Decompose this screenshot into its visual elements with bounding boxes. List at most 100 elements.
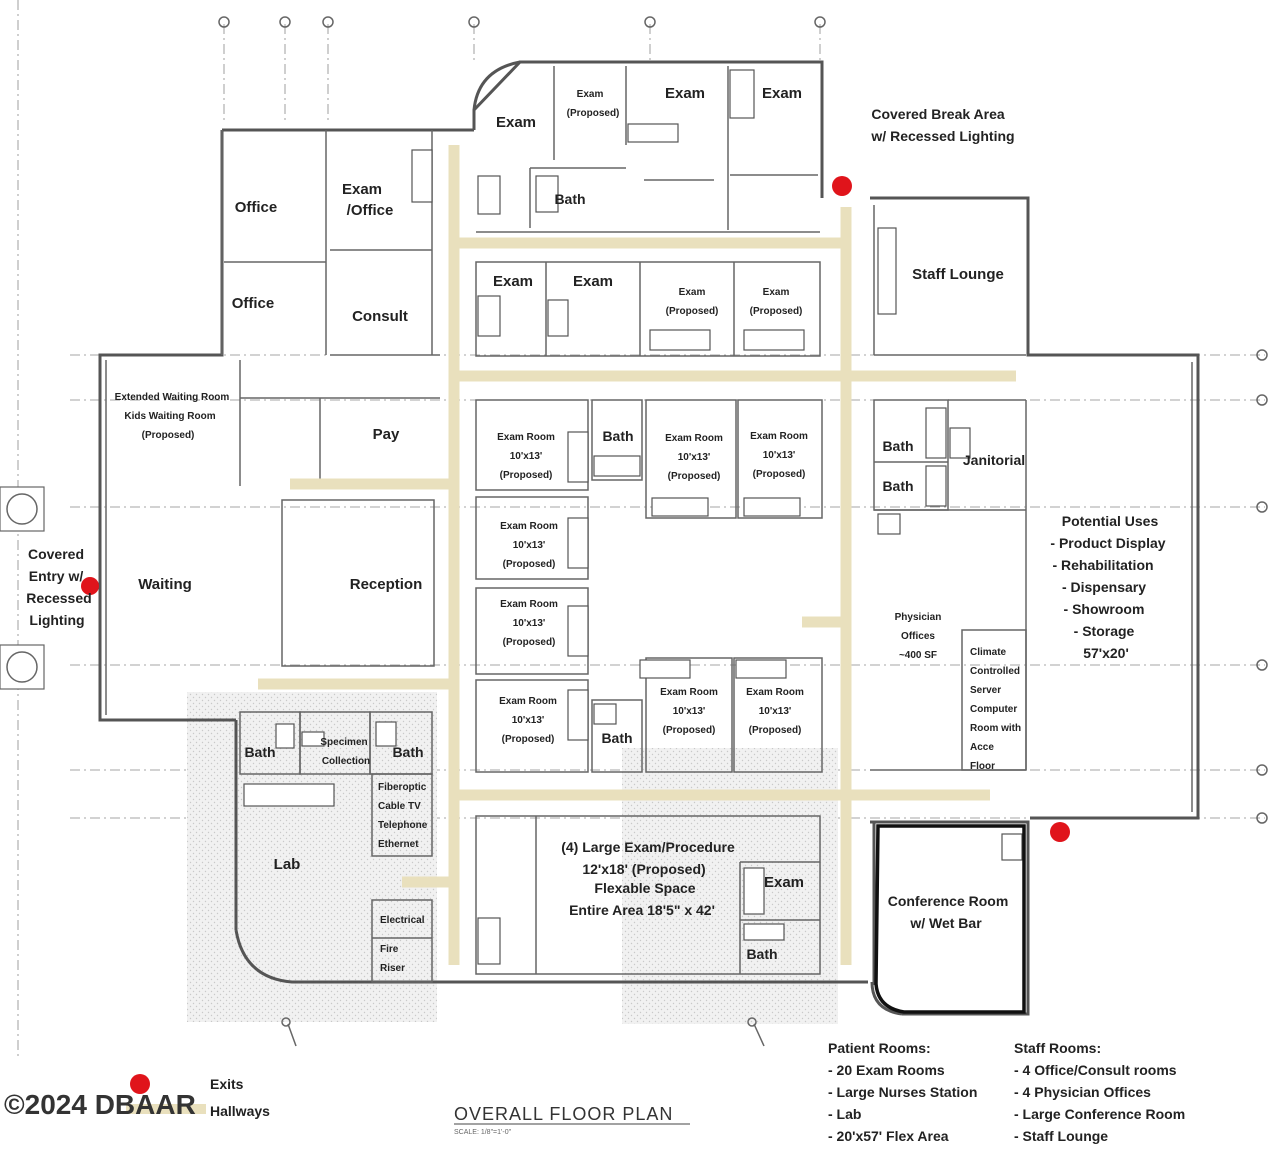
fiber-line: Cable TV — [378, 801, 421, 812]
label-covered-entry-1: Covered — [28, 546, 84, 562]
staff-rooms-summary: Staff Rooms: - 4 Office/Consult rooms - … — [1014, 1040, 1185, 1144]
climate-line: Room with — [970, 723, 1021, 734]
label-exam-row2-p1b: (Proposed) — [666, 306, 719, 317]
label-er-a1: Exam Room — [497, 432, 555, 443]
label-consult: Consult — [352, 308, 408, 325]
label-conference-2: w/ Wet Bar — [909, 915, 982, 931]
conference-room-outline — [874, 824, 1026, 1014]
label-er-b2: 10'x13' — [678, 452, 711, 463]
label-exam-top-1: Exam — [496, 114, 536, 131]
staff-rooms-title: Staff Rooms: — [1014, 1040, 1101, 1056]
label-bath-lower: Bath — [601, 730, 632, 746]
climate-line: Computer — [970, 704, 1017, 715]
label-er-c1: Exam Room — [750, 431, 808, 442]
exit-marker-conference — [1050, 822, 1070, 842]
large-exam-line: Flexable Space — [594, 880, 695, 896]
label-er-d1: Exam Room — [500, 521, 558, 532]
patient-rooms-summary: Patient Rooms: - 20 Exam Rooms - Large N… — [828, 1040, 977, 1144]
label-er-c2: 10'x13' — [763, 450, 796, 461]
plan-scale: SCALE: 1/8"=1'-0" — [454, 1129, 512, 1136]
label-exam-low: Exam — [764, 874, 804, 891]
exit-marker-break-area — [832, 176, 852, 196]
label-er-g3: (Proposed) — [749, 725, 802, 736]
label-covered-entry-2: Entry w/ — [29, 568, 84, 584]
label-office-2: Office — [232, 295, 275, 312]
legend-exits: Exits — [210, 1076, 244, 1092]
fiber-line: Ethernet — [378, 839, 419, 850]
label-bath-r1: Bath — [882, 438, 913, 454]
staff-rooms-item: - Large Conference Room — [1014, 1106, 1185, 1122]
exit-marker-entry — [81, 577, 99, 595]
label-exam-row2-p2a: Exam — [763, 287, 790, 298]
potential-uses-line: Potential Uses — [1062, 513, 1159, 529]
fiber-room: Fiberoptic Cable TV Telephone Ethernet — [378, 782, 428, 850]
staff-rooms-item: - 4 Physician Offices — [1014, 1084, 1151, 1100]
climate-server-room: Climate Controlled Server Computer Room … — [970, 647, 1021, 772]
staff-rooms-item: - Staff Lounge — [1014, 1128, 1108, 1144]
label-covered-break-1: Covered Break Area — [871, 106, 1005, 122]
label-er-e1: Exam Room — [500, 599, 558, 610]
label-er-b1: Exam Room — [665, 433, 723, 444]
potential-uses-line: - Product Display — [1050, 535, 1165, 551]
climate-line: Server — [970, 685, 1001, 696]
grid-markers — [0, 16, 1268, 824]
large-exam-line: Entire Area 18'5" x 42' — [569, 902, 715, 918]
label-er-f2: 10'x13' — [673, 706, 706, 717]
section-markers — [281, 1017, 765, 1047]
large-exam-area: (4) Large Exam/Procedure 12'x18' (Propos… — [561, 839, 735, 918]
label-er-f3: (Proposed) — [663, 725, 716, 736]
patient-rooms-item: - 20 Exam Rooms — [828, 1062, 945, 1078]
label-bath-left: Bath — [244, 744, 275, 760]
patient-rooms-title: Patient Rooms: — [828, 1040, 931, 1056]
label-bath-mid: Bath — [602, 428, 633, 444]
room-labels: Exam Exam (Proposed) Exam Exam Bath Cove… — [26, 85, 1165, 974]
label-office-1: Office — [235, 199, 278, 216]
map-legend: Exits Hallways — [126, 1074, 270, 1119]
label-specimen-2: Collection — [322, 756, 370, 767]
label-lab: Lab — [274, 856, 301, 873]
label-staff-lounge: Staff Lounge — [912, 266, 1004, 283]
label-er-a2: 10'x13' — [510, 451, 543, 462]
label-reception: Reception — [350, 576, 423, 593]
label-fire-1: Fire — [380, 944, 399, 955]
label-electrical: Electrical — [380, 915, 425, 926]
legend-exit-swatch — [130, 1074, 150, 1094]
label-bath-r2: Bath — [882, 478, 913, 494]
label-covered-entry-3: Recessed — [26, 590, 91, 606]
label-exam-top-2: Exam — [665, 85, 705, 102]
patient-rooms-item: - Large Nurses Station — [828, 1084, 977, 1100]
label-er-b3: (Proposed) — [668, 471, 721, 482]
label-waiting: Waiting — [138, 576, 192, 593]
exit-markers — [81, 176, 1070, 842]
label-janitorial: Janitorial — [963, 452, 1025, 468]
label-bath-top: Bath — [554, 191, 585, 207]
potential-uses-line: 57'x20' — [1083, 645, 1129, 661]
potential-uses-line: - Dispensary — [1062, 579, 1146, 595]
label-bath-low: Bath — [746, 946, 777, 962]
label-ext-wait-3: (Proposed) — [142, 430, 195, 441]
label-exam-top-3: Exam — [762, 85, 802, 102]
patient-rooms-item: - 20'x57' Flex Area — [828, 1128, 949, 1144]
climate-line: Acce — [970, 742, 994, 753]
label-er-c3: (Proposed) — [753, 469, 806, 480]
climate-line: Climate — [970, 647, 1007, 658]
label-specimen-1: Specimen — [320, 737, 367, 748]
fixtures — [275, 69, 1023, 965]
potential-uses: Potential Uses - Product Display - Rehab… — [1050, 513, 1165, 661]
label-conference-1: Conference Room — [888, 893, 1009, 909]
label-physician-1: Physician — [895, 612, 942, 623]
potential-uses-line: - Rehabilitation — [1052, 557, 1153, 573]
label-er-h3: (Proposed) — [502, 734, 555, 745]
staff-rooms-item: - 4 Office/Consult rooms — [1014, 1062, 1177, 1078]
label-exam-top-proposed-2: (Proposed) — [567, 108, 620, 119]
label-covered-entry-4: Lighting — [29, 612, 84, 628]
label-er-e2: 10'x13' — [513, 618, 546, 629]
legend-hallways: Hallways — [210, 1103, 270, 1119]
label-er-f1: Exam Room — [660, 687, 718, 698]
legend-hallway-swatch — [126, 1104, 206, 1114]
label-covered-break-2: w/ Recessed Lighting — [870, 128, 1014, 144]
label-er-g2: 10'x13' — [759, 706, 792, 717]
label-exam-top-proposed-1: Exam — [577, 89, 604, 100]
label-exam-row2-2: Exam — [573, 273, 613, 290]
